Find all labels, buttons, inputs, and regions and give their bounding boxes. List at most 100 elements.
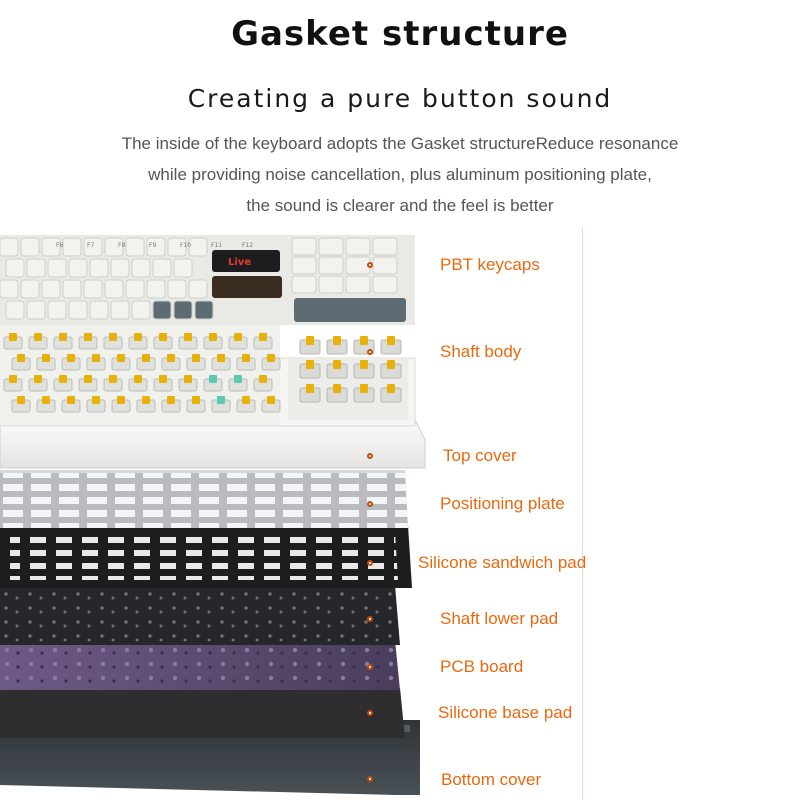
keycap (62, 237, 82, 257)
keycap (372, 256, 398, 275)
keycap (146, 237, 166, 257)
switch-stem (59, 333, 67, 341)
switch-stem (259, 375, 267, 383)
keycap (20, 279, 40, 299)
callout-dot (367, 501, 373, 507)
switch-stem (92, 396, 100, 404)
switch-layer (0, 325, 402, 425)
keycap (188, 237, 208, 257)
keycap (291, 237, 317, 256)
keycap (152, 300, 172, 320)
keycap (372, 237, 398, 256)
switch-stem (192, 396, 200, 404)
switch-stem (184, 333, 192, 341)
keycap-legend: F7 (87, 242, 94, 249)
label-shaft-body: Shaft body (440, 342, 522, 361)
switch-stem (109, 375, 117, 383)
switch-stem (142, 396, 150, 404)
keycap-legend: F6 (56, 242, 63, 249)
label-shaft-lower-pad: Shaft lower pad (440, 609, 559, 628)
keycap (5, 258, 25, 278)
switch-stem (17, 354, 25, 362)
switch-stem (217, 396, 225, 404)
callout-dot (367, 349, 373, 355)
switch-stem (267, 396, 275, 404)
keycap (372, 275, 398, 294)
keycap-legend: F11 (211, 242, 222, 249)
keycap (89, 258, 109, 278)
keycap (131, 258, 151, 278)
switch-stem (234, 375, 242, 383)
switch-stem (217, 354, 225, 362)
switch-stem (306, 336, 314, 345)
switch-stem (42, 396, 50, 404)
switch-stem (42, 354, 50, 362)
keycap-legend: F12 (242, 242, 253, 249)
switch-stem (387, 336, 395, 345)
keycap (318, 237, 344, 256)
switch-stem (209, 375, 217, 383)
callout-guide-line (582, 228, 583, 800)
callout-dot (367, 616, 373, 622)
switch-stem (67, 396, 75, 404)
label-pbt-keycaps: PBT keycaps (440, 255, 540, 274)
description-line: the sound is clearer and the feel is bet… (246, 196, 554, 215)
switch-stem (234, 333, 242, 341)
keycap (291, 275, 317, 294)
keycap (318, 256, 344, 275)
switch-stem (333, 384, 341, 393)
keycap (146, 279, 166, 299)
switch-stem (209, 333, 217, 341)
keycap (26, 300, 46, 320)
label-silicone-base-pad: Silicone base pad (438, 703, 573, 722)
keycap (20, 237, 40, 257)
keycap (5, 300, 25, 320)
page-title: Gasket structure (231, 14, 569, 54)
callout-dot (367, 262, 373, 268)
switch-stem (387, 360, 395, 369)
switch-stem (259, 333, 267, 341)
switch-stem (117, 396, 125, 404)
keycap (318, 275, 344, 294)
switch-stem (142, 354, 150, 362)
switch-stem (92, 354, 100, 362)
keycap (110, 300, 130, 320)
description-line: while providing noise cancellation, plus… (148, 165, 652, 184)
switch-stem (109, 333, 117, 341)
keycap (41, 237, 61, 257)
silicone-sandwich-pad-layer (0, 525, 412, 588)
keycap (83, 237, 103, 257)
switch-stem (34, 375, 42, 383)
callout-dot (367, 664, 373, 670)
switch-stem (167, 354, 175, 362)
shaft-lower-pad-layer (0, 585, 400, 645)
switch-stem (192, 354, 200, 362)
switch-stem (267, 354, 275, 362)
keycap (41, 279, 61, 299)
label-pcb-board: PCB board (440, 657, 524, 676)
switch-stem (242, 354, 250, 362)
label-top-cover: Top cover (443, 446, 517, 465)
keycap-legend: F8 (118, 242, 125, 249)
description: The inside of the keyboard adopts the Ga… (0, 128, 800, 221)
keycap (62, 279, 82, 299)
label-bottom-cover: Bottom cover (441, 770, 542, 789)
callout-dot (367, 710, 373, 716)
keycap (26, 258, 46, 278)
keycap (68, 300, 88, 320)
keycap (110, 258, 130, 278)
keycap (131, 300, 151, 320)
callout-dot (367, 560, 373, 566)
callout-dot (367, 776, 373, 782)
switch-stem (360, 336, 368, 345)
switch-stem (134, 333, 142, 341)
keycap (345, 237, 371, 256)
keycap (89, 300, 109, 320)
switch-stem (117, 354, 125, 362)
switch-stem (17, 396, 25, 404)
keycap (104, 279, 124, 299)
pcb-board-layer (0, 640, 400, 690)
silicone-base-pad-layer (0, 688, 405, 738)
